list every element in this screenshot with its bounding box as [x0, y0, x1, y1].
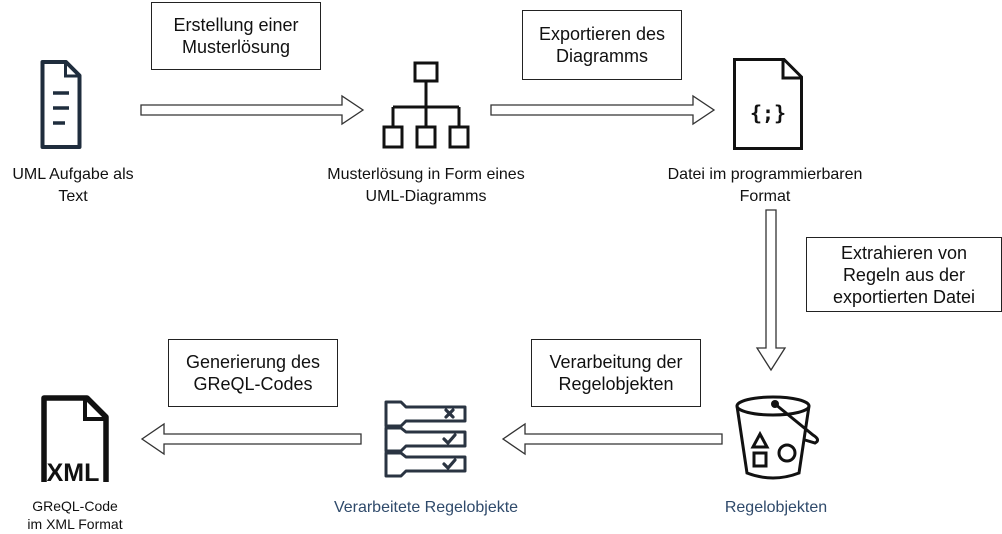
arrow-solution-to-file [490, 94, 716, 126]
label-xml-code: GReQL-Code im XML Format [27, 498, 123, 532]
xml-file-icon-text: XML [47, 459, 100, 486]
label-sample-solution: Musterlösung in Form eines UML-Diagramms [327, 166, 525, 205]
label-programmable-file: Datei im programmierbaren Format [667, 166, 863, 205]
step-create-solution-label: Erstellung einer Musterlösung [173, 15, 299, 57]
step-export-diagram-label: Exportieren des Diagramms [538, 24, 666, 66]
label-rule-objects: Regelobjekten [724, 499, 828, 516]
checklist-icon [384, 400, 467, 478]
step-extract-rules: Extrahieren von Regeln aus der exportier… [806, 237, 1002, 312]
step-export-diagram: Exportieren des Diagramms [522, 10, 682, 80]
step-generate-code: Generierung des GReQL-Codes [168, 339, 338, 407]
step-process-rules: Verarbeitung der Regelobjekten [531, 339, 701, 407]
arrow-rules-to-processed [501, 422, 723, 456]
label-processed-rule-objects: Verarbeitete Regelobjekte [333, 499, 519, 516]
arrow-task-to-solution [140, 94, 365, 126]
arrow-file-to-rules [755, 209, 787, 372]
step-generate-code-label: Generierung des GReQL-Codes [185, 352, 321, 394]
step-extract-rules-label: Extrahieren von Regeln aus der exportier… [832, 242, 976, 307]
arrow-processed-to-xml [140, 422, 362, 456]
step-process-rules-label: Verarbeitung der Regelobjekten [549, 352, 683, 394]
code-file-icon: {;} [733, 58, 803, 150]
label-uml-task: UML Aufgabe als Text [12, 166, 134, 205]
hierarchy-diagram-icon [382, 61, 470, 149]
step-create-solution: Erstellung einer Musterlösung [151, 2, 321, 70]
xml-file-icon: XML [41, 395, 109, 486]
document-icon [40, 60, 82, 149]
code-file-icon-text: {;} [750, 101, 786, 125]
bucket-shapes-icon [735, 395, 820, 480]
